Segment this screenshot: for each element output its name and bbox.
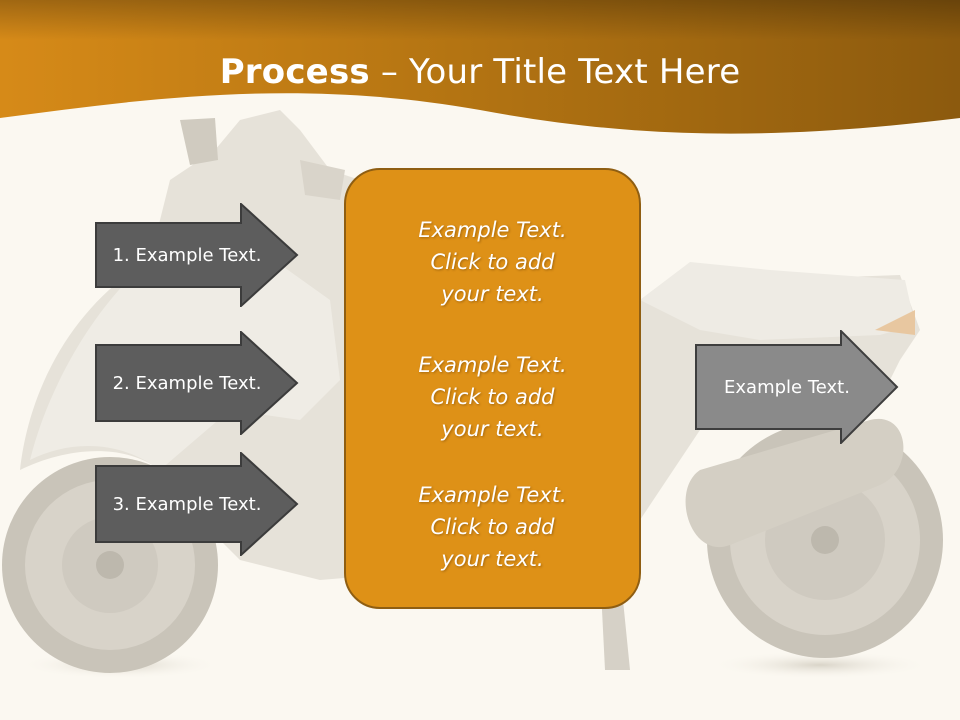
- arrow-shape: [95, 331, 299, 435]
- text-line: Example Text.: [418, 218, 567, 242]
- title-bold: Process: [219, 52, 370, 92]
- step-arrow-2[interactable]: 2. Example Text.: [95, 331, 299, 435]
- text-line: Example Text.: [418, 353, 567, 377]
- text-line: Click to add: [430, 250, 555, 274]
- text-line: Example Text.: [418, 483, 567, 507]
- text-line: Click to add: [430, 515, 555, 539]
- result-arrow-label: Example Text.: [724, 376, 850, 398]
- text-line: your text.: [441, 282, 544, 306]
- text-block-3: Example Text. Click to add your text.: [346, 479, 639, 575]
- text-line: your text.: [441, 417, 544, 441]
- arrow-shape: [95, 203, 299, 307]
- step-arrow-1[interactable]: 1. Example Text.: [95, 203, 299, 307]
- slide-title[interactable]: Process – Your Title Text Here: [0, 52, 960, 92]
- arrow-shape: [695, 330, 899, 444]
- step-arrow-3[interactable]: 3. Example Text.: [95, 452, 299, 556]
- text-line: your text.: [441, 547, 544, 571]
- title-rest: – Your Title Text Here: [369, 52, 741, 92]
- text-block-1: Example Text. Click to add your text.: [346, 214, 639, 310]
- result-arrow[interactable]: Example Text.: [695, 330, 899, 444]
- text-line: Click to add: [430, 385, 555, 409]
- step-arrow-label: 1. Example Text.: [112, 244, 262, 266]
- arrow-shape: [95, 452, 299, 556]
- text-block-2: Example Text. Click to add your text.: [346, 349, 639, 445]
- center-text-box[interactable]: Example Text. Click to add your text. Ex…: [344, 168, 641, 609]
- step-arrow-label: 3. Example Text.: [112, 493, 262, 515]
- step-arrow-label: 2. Example Text.: [112, 372, 262, 394]
